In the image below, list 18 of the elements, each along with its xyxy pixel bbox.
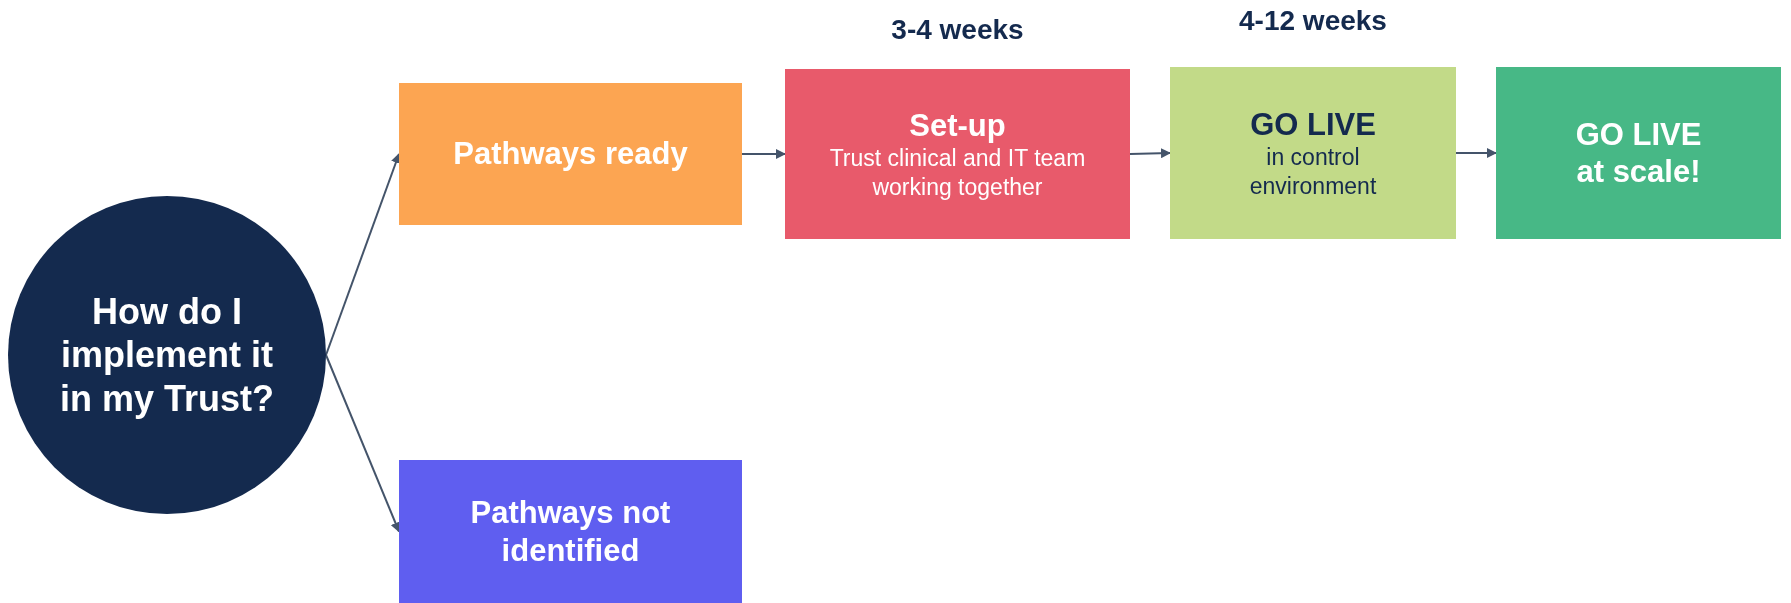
node-title: Set-up (909, 106, 1006, 144)
node-title: How do I implement it in my Trust? (59, 290, 275, 420)
duration-label: 4-12 weeks (1238, 5, 1388, 37)
arrow (1129, 148, 1171, 159)
arrow (325, 153, 401, 356)
process-box (1496, 67, 1781, 239)
process-box (399, 83, 742, 225)
node-title: Pathways ready (453, 135, 688, 173)
node-title: GO LIVE at scale! (1574, 115, 1703, 191)
duration-label: 3-4 weeks (890, 14, 1025, 46)
arrow (741, 149, 786, 159)
node-title: GO LIVE (1250, 105, 1376, 143)
process-box (399, 460, 742, 603)
arrow (1455, 148, 1497, 158)
node-description: in control environment (1248, 142, 1378, 201)
arrow (325, 354, 401, 533)
node-title: Pathways not identified (469, 494, 672, 569)
node-description: Trust clinical and IT team working together (828, 143, 1087, 202)
